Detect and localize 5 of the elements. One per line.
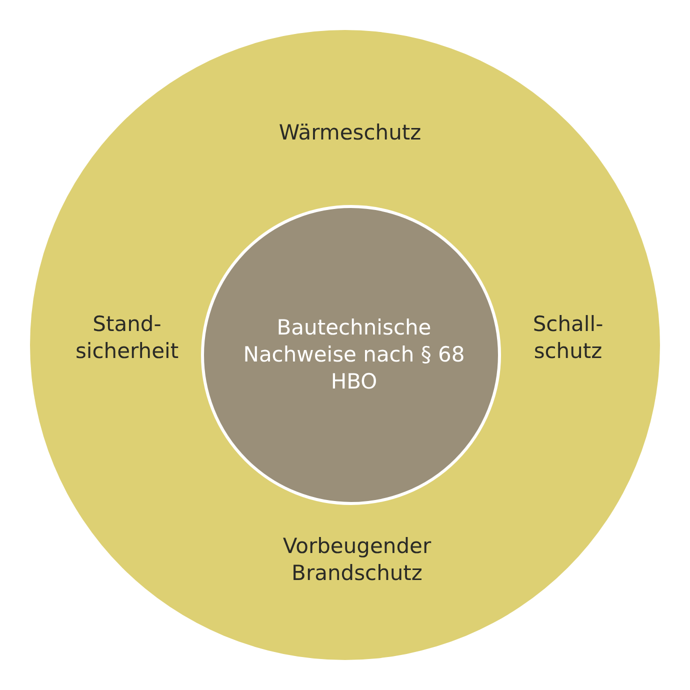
topic-label: Wärmeschutz <box>278 120 422 146</box>
topic-label: Vorbeugender Brandschutz <box>282 533 432 587</box>
topic-label: Stand- sicherheit <box>74 311 180 365</box>
center-label: Bautechnische Nachweise nach § 68 HBO <box>242 314 466 396</box>
topic-label: Schall- schutz <box>532 311 604 365</box>
